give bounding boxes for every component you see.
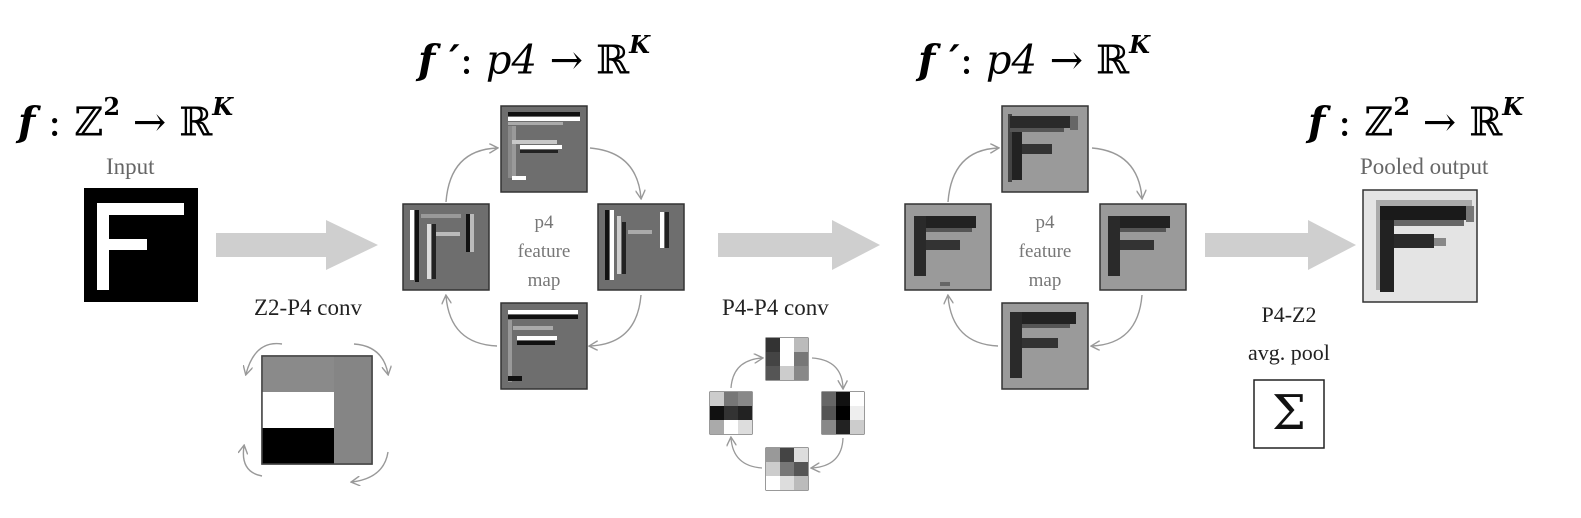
p4p4-filter: [709, 337, 865, 491]
p4-feature-map-1: [402, 105, 685, 390]
fmap-label-line: map: [1028, 270, 1062, 291]
p4-feature-map-2: [904, 105, 1187, 390]
domain-exp: 2: [103, 92, 121, 121]
fmap1-rotation-bottom: [500, 302, 588, 390]
codomain-exp: K: [1129, 30, 1151, 59]
codomain-exp: K: [1502, 92, 1524, 121]
fn-symbol: f: [418, 36, 436, 84]
p4p4-filter-left: [709, 391, 753, 435]
fmap-label-line: p4: [1035, 212, 1055, 233]
fmap-label-line: map: [527, 270, 561, 291]
fn-symbol: f: [18, 98, 36, 146]
sum-box: [1253, 379, 1325, 449]
input-image: [84, 188, 198, 302]
output-function-label: f : ℤ2 → ℝK: [1308, 92, 1523, 145]
flow-arrow-2: [718, 220, 880, 270]
fmap1-cycle-arrows: [446, 148, 641, 346]
z2p4-conv-label: Z2-P4 conv: [254, 295, 362, 320]
codomain-exp: K: [212, 92, 234, 121]
arrow: →: [1410, 99, 1469, 146]
prime: ′: [935, 36, 960, 84]
input-label: Input: [106, 154, 155, 179]
prime: ′: [435, 36, 460, 84]
p4p4-filter-top: [765, 337, 809, 381]
arrow: →: [536, 37, 596, 84]
domain: p4: [985, 37, 1037, 84]
domain-exp: 2: [1393, 92, 1411, 121]
pool-label-line2: avg. pool: [1248, 340, 1330, 365]
z2p4-filter: [261, 355, 373, 465]
domain: p4: [485, 37, 537, 84]
p4-feature-map-label-2: p4 feature map: [1005, 208, 1085, 295]
fmap1-rotation-top: [500, 105, 588, 193]
colon: :: [1325, 99, 1365, 146]
colon: :: [35, 99, 75, 146]
p4-function-label-2: f ′: p4 → ℝK: [918, 30, 1150, 83]
pooled-output-image: [1362, 189, 1478, 303]
fmap-label-line: feature: [1018, 241, 1072, 262]
p4-feature-map-label-1: p4 feature map: [504, 208, 584, 295]
arrow: →: [1036, 37, 1096, 84]
codomain: ℝ: [178, 99, 213, 146]
domain: ℤ: [1364, 99, 1394, 146]
pool-label-line1: P4-Z2: [1261, 302, 1317, 327]
fmap2-rotation-right: [1099, 203, 1187, 291]
codomain-exp: K: [629, 30, 651, 59]
pooled-output-label: Pooled output: [1360, 154, 1489, 179]
input-function-label: f : ℤ2 → ℝK: [18, 92, 233, 145]
fmap2-rotation-bottom: [1001, 302, 1089, 390]
codomain: ℝ: [595, 37, 630, 84]
colon: :: [459, 37, 486, 84]
fmap1-rotation-right: [597, 203, 685, 291]
p4p4-conv-label: P4-P4 conv: [722, 295, 829, 320]
fmap2-cycle-arrows: [948, 148, 1142, 346]
fn-symbol: f: [918, 36, 936, 84]
p4p4-cycle-arrows: [731, 358, 843, 468]
fmap2-rotation-top: [1001, 105, 1089, 193]
p4p4-filter-bottom: [765, 447, 809, 491]
colon: :: [959, 37, 986, 84]
fmap-label-line: p4: [534, 212, 554, 233]
domain: ℤ: [74, 99, 104, 146]
p4p4-filter-right: [821, 391, 865, 435]
flow-arrow-3: [1205, 220, 1356, 270]
fmap2-rotation-left: [904, 203, 992, 291]
arrow: →: [120, 99, 179, 146]
fmap1-rotation-left: [402, 203, 490, 291]
z2p4-rotation-arrows: [243, 342, 388, 482]
codomain: ℝ: [1468, 99, 1503, 146]
codomain: ℝ: [1095, 37, 1130, 84]
fmap-label-line: feature: [517, 241, 571, 262]
sum-icon: Σ: [1272, 385, 1306, 441]
flow-arrow-1: [216, 220, 378, 270]
fn-symbol: f: [1308, 98, 1326, 146]
p4z2-pool-label: P4-Z2 avg. pool: [1224, 296, 1354, 372]
p4-function-label-1: f ′: p4 → ℝK: [418, 30, 650, 83]
